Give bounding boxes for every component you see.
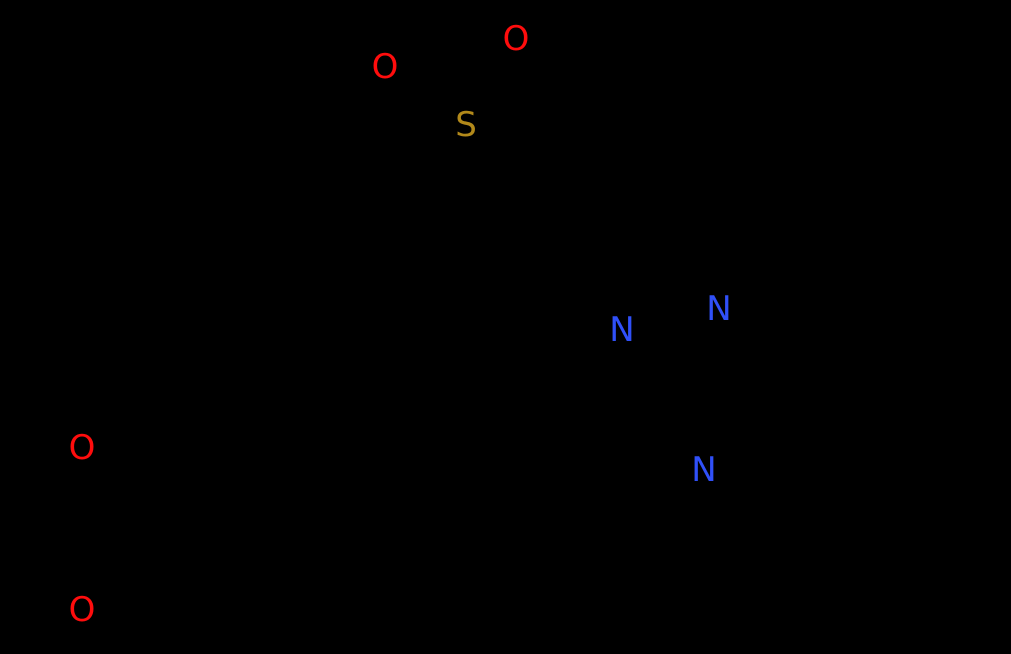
atom-oxygen-dioxole-2: O	[68, 590, 96, 630]
atom-nitrogen-3: N	[691, 450, 717, 490]
atom-nitrogen-2: N	[706, 289, 732, 329]
atom-nitrogen-1: N	[609, 310, 635, 350]
atom-sulfur: S	[455, 105, 477, 145]
atom-oxygen-sulfonyl-2: O	[502, 19, 530, 59]
atom-oxygen-dioxole-1: O	[68, 428, 96, 468]
atom-oxygen-sulfonyl-1: O	[371, 47, 399, 87]
